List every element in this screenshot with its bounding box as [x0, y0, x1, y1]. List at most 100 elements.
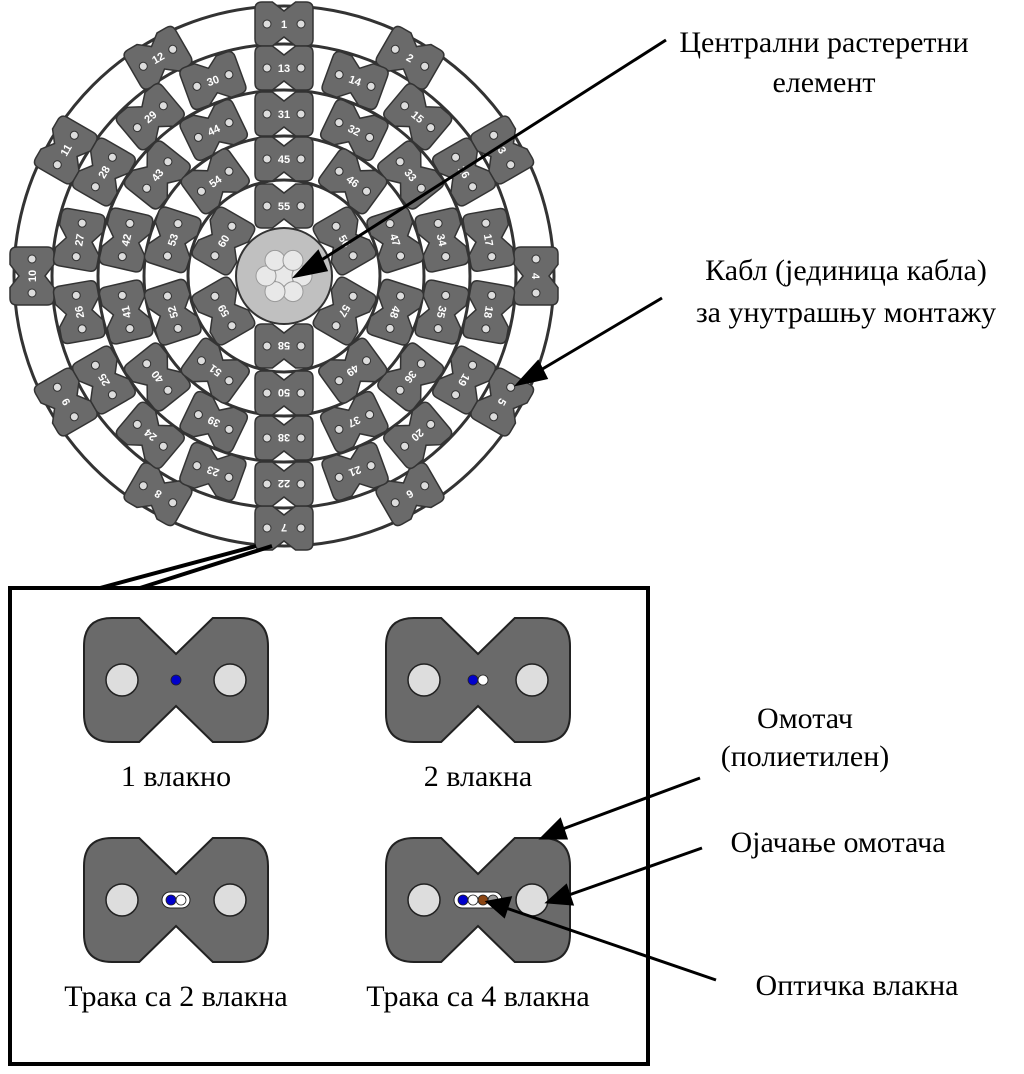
optical-fiber: [477, 674, 489, 686]
central-strength-member: [235, 227, 333, 325]
optical-fiber: [165, 894, 177, 906]
cable-variant: Трака са 4 влакна: [366, 837, 590, 1013]
ring-boundary: [96, 88, 472, 464]
zoom-line-left: [99, 544, 257, 590]
unit-number: 39: [206, 413, 222, 429]
cable-unit: 42: [98, 207, 154, 273]
reinforcement: [407, 663, 441, 697]
unit-number: 43: [150, 167, 167, 184]
optical-fiber: [477, 894, 489, 906]
unit-number: 40: [150, 368, 167, 385]
cable-variant: 2 влакна: [385, 617, 571, 793]
variant-caption: 1 влакно: [121, 760, 231, 793]
cable-unit: 20: [383, 401, 453, 470]
optical-fiber: [467, 674, 479, 686]
arrow-cable-unit-head: [513, 359, 549, 387]
unit-number: 22: [278, 477, 290, 489]
unit-number: 12: [150, 50, 167, 67]
cable-unit: 56: [312, 206, 377, 276]
optical-fibers-label: Оптичка влакна: [756, 969, 959, 1002]
detail-box: [8, 586, 650, 1066]
cable-unit: 21: [321, 441, 389, 502]
unit-number: 23: [205, 463, 221, 478]
cable-unit: 48: [366, 278, 425, 346]
cable-unit: 54: [180, 148, 250, 215]
cable-unit: 34: [414, 207, 470, 273]
unit-number: 6: [404, 487, 415, 500]
unit-number: 5: [495, 396, 508, 407]
cable-unit: 50: [254, 370, 314, 416]
cable-unit: 52: [143, 278, 202, 346]
unit-number: 7: [281, 521, 287, 533]
cable-variant: 1 влакно: [83, 617, 269, 793]
variant-caption: Трака са 4 влакна: [366, 980, 589, 1013]
unit-number: 8: [153, 487, 164, 500]
zoom-line-right: [139, 544, 273, 590]
reinforcement: [407, 883, 441, 917]
ring-boundary: [142, 134, 426, 418]
unit-number: 21: [347, 463, 363, 478]
unit-number: 19: [455, 371, 472, 388]
cable-unit: 30: [179, 50, 247, 111]
central-element-label-line2: елемент: [772, 66, 875, 99]
unit-number: 28: [97, 164, 114, 181]
unit-number: 46: [344, 174, 361, 191]
optical-fiber: [170, 674, 182, 686]
central-rod: [282, 249, 304, 271]
cable-unit: 29: [115, 82, 185, 151]
sheath-label-line2: (полиетилен): [721, 740, 890, 773]
unit-number: 50: [278, 386, 290, 398]
unit-number: 59: [216, 302, 233, 319]
unit-number: 26: [73, 305, 87, 319]
cable-unit: 37: [319, 390, 389, 454]
cable-unit: 26: [52, 280, 106, 345]
cable-unit: 24: [115, 401, 185, 470]
unit-number: 55: [278, 201, 290, 213]
arrow-fibers: [505, 906, 717, 982]
arrow-central: [311, 38, 667, 268]
optical-fiber: [457, 894, 469, 906]
cable-unit: 55: [254, 183, 314, 229]
cable-unit: 60: [191, 206, 256, 276]
unit-number: 52: [166, 304, 181, 319]
unit-number: 4: [529, 273, 541, 280]
unit-number: 2: [404, 52, 415, 65]
unit-number: 33: [401, 167, 418, 184]
unit-number: 1: [281, 19, 287, 31]
arrow-central-head: [291, 249, 329, 279]
cable-unit: 28: [71, 137, 136, 207]
unit-number: 13: [278, 63, 290, 75]
cable-unit: 4: [513, 246, 559, 306]
cable-unit: 23: [179, 441, 247, 502]
unit-number: 30: [205, 74, 221, 89]
arrow-sheath: [559, 776, 701, 832]
cable-unit: 13: [254, 45, 314, 91]
unit-number: 38: [278, 431, 290, 443]
unit-number: 34: [434, 233, 449, 248]
unit-number: 45: [278, 154, 290, 166]
cable-unit: 1: [254, 1, 314, 47]
cable-unit: 45: [254, 136, 314, 182]
ring-boundary: [186, 178, 382, 374]
sheath-label-line1: Омотач: [757, 702, 853, 735]
cable-unit: 32: [319, 98, 389, 162]
variant-caption: Трака са 2 влакна: [64, 980, 287, 1013]
cable-unit: 31: [254, 91, 314, 137]
unit-number: 56: [335, 233, 352, 250]
cable-unit: 25: [71, 345, 136, 415]
cable-unit: 22: [254, 461, 314, 507]
cable-unit: 11: [33, 115, 98, 185]
unit-number: 57: [335, 302, 352, 319]
central-element-label-line1: Централни растеретни: [679, 26, 968, 59]
central-rod: [264, 281, 286, 303]
cable-unit: 39: [179, 390, 249, 454]
unit-number: 47: [387, 232, 402, 247]
cable-unit-label-line1: Кабл (јединица кабла): [705, 254, 987, 287]
unit-number: 9: [60, 396, 73, 407]
unit-number: 60: [216, 233, 233, 250]
unit-number: 27: [73, 233, 87, 247]
cable-unit: 15: [383, 82, 453, 151]
arrow-fibers-head: [484, 896, 513, 919]
cable-unit: 59: [191, 276, 256, 346]
